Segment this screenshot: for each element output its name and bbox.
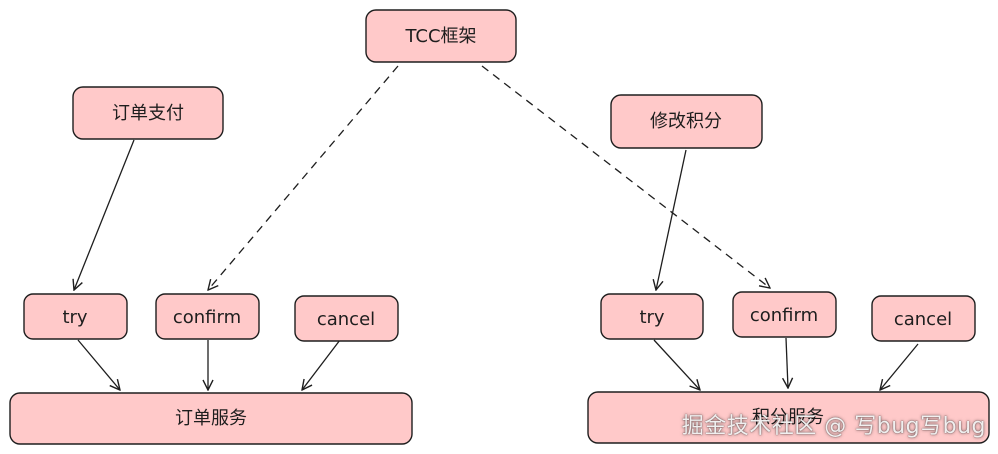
node-order-cancel: cancel [294,295,399,342]
node-order-confirm: confirm [155,293,260,340]
node-order-service: 订单服务 [9,392,413,445]
svg-text:TCC框架: TCC框架 [404,26,476,47]
edge-order-payment-to-try [74,139,135,290]
edge-points-confirm-to-service [786,337,788,388]
edge-tcc-to-order-confirm [208,65,399,290]
svg-text:订单支付: 订单支付 [112,103,184,124]
svg-text:confirm: confirm [173,307,241,328]
node-modify-points: 修改积分 [610,94,763,149]
node-points-try: try [600,293,704,340]
node-tcc-framework: TCC框架 [365,9,517,63]
svg-text:修改积分: 修改积分 [650,111,722,132]
svg-text:订单服务: 订单服务 [175,408,247,429]
svg-text:try: try [62,307,87,328]
node-order-payment: 订单支付 [72,86,224,140]
edge-order-cancel-to-service [302,339,341,390]
node-points-confirm: confirm [732,291,837,338]
edge-points-cancel-to-service [880,343,919,390]
node-points-cancel: cancel [871,295,976,342]
svg-text:积分服务: 积分服务 [752,407,824,428]
svg-text:cancel: cancel [317,309,375,330]
edge-order-try-to-service [77,339,120,390]
svg-text:confirm: confirm [750,305,818,326]
svg-text:try: try [639,307,664,328]
edge-tcc-to-points-confirm [481,65,770,288]
svg-text:cancel: cancel [894,309,952,330]
node-order-try: try [23,293,128,340]
edge-modify-points-to-try [656,149,687,290]
node-points-service: 积分服务 [587,391,990,444]
watermark: 掘金技术社区 @ 写bug写bug [681,414,986,439]
edge-points-try-to-service [653,339,700,390]
